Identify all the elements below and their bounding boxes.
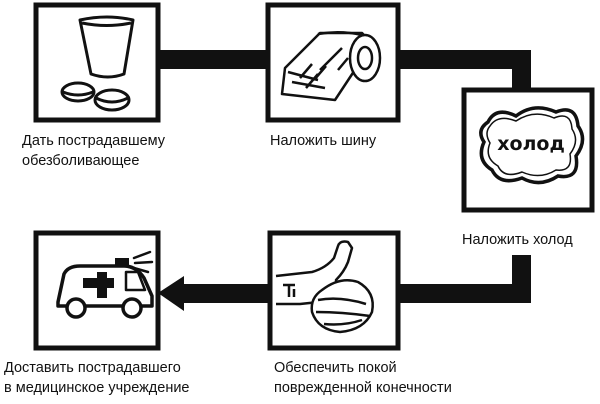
caption-painkiller-line-2: обезболивающее [22,153,140,169]
step-cold-box: холод [461,87,595,213]
step-painkiller-box [33,2,161,123]
step-splint-box [265,2,401,123]
step-rest-box [267,230,401,351]
ice-pack-label: холод [497,133,565,155]
caption-hospital-line-2: в медицинское учреждение [4,380,190,396]
caption-cold: Наложить холод [462,230,573,250]
cup-and-pills-icon [60,15,135,112]
caption-hospital-line-1: Доставить пострадавшего [4,360,181,376]
caption-painkiller-line-1: Дать пострадавшему [22,133,166,149]
flow-connectors [158,50,531,311]
connector-splint-to-cold [398,50,531,90]
caption-rest-line-1: Обеспечить покой [274,360,397,376]
connector-rest-to-hospital [180,284,270,303]
caption-cold-line-1: Наложить холод [462,232,573,248]
caption-rest-line-2: поврежденной конечности [274,380,452,396]
caption-splint: Наложить шину [270,131,376,151]
ambulance-icon [56,250,154,319]
connector-cold-to-rest [398,255,531,303]
connector-painkiller-to-splint [160,50,268,69]
caption-hospital: Доставить пострадавшего в медицинское уч… [4,358,190,398]
arrow-head-left [158,276,184,311]
bandage-roll-icon [280,31,382,102]
caption-rest: Обеспечить покой поврежденной конечности [274,358,452,398]
ice-pack-icon: холод [479,106,585,185]
caption-splint-line-1: Наложить шину [270,133,377,149]
caption-painkiller: Дать пострадавшему обезболивающее [22,131,165,171]
step-hospital-box [33,230,161,351]
bandaged-limb-icon [275,240,374,334]
